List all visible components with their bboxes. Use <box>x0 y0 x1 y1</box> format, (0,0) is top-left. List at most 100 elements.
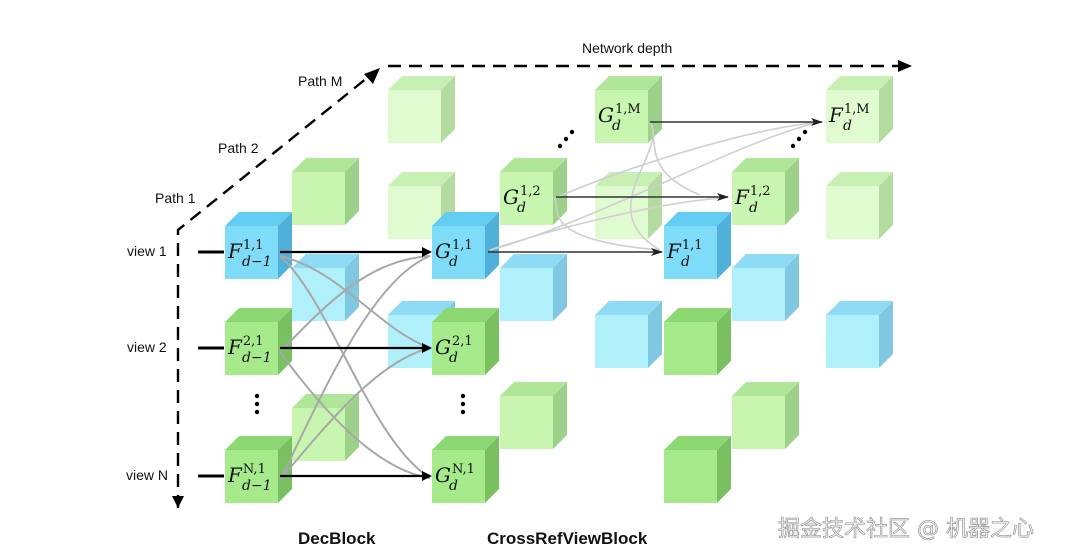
main-arrows <box>198 118 823 481</box>
cube-p2-c5 <box>826 172 893 239</box>
cube-top-face <box>225 212 292 226</box>
cube-top-face <box>826 301 893 315</box>
cube-front-face <box>826 186 879 239</box>
cube-side-face <box>879 301 893 368</box>
cube-front-face <box>225 450 278 503</box>
cube-side-face <box>278 308 292 375</box>
crossrefviewblock-label: CrossRefViewBlock <box>487 529 648 548</box>
cube-blue-r2-c <box>732 254 799 321</box>
view-n-label: view N <box>126 467 168 483</box>
cube-front-face <box>595 90 648 143</box>
cube-side-face <box>785 158 799 225</box>
cube-top-face <box>225 308 292 322</box>
cube-top-face <box>500 254 567 268</box>
cube-side-face <box>717 436 731 503</box>
cube-blue-r3-c <box>826 301 893 368</box>
cube-side-face <box>485 436 499 503</box>
cube-side-face <box>553 254 567 321</box>
cube-side-face <box>441 76 455 143</box>
axes <box>172 60 912 508</box>
cube-side-face <box>785 254 799 321</box>
cube-side-face <box>345 394 359 461</box>
depth-axis-arrowhead <box>898 60 912 72</box>
cube-top-face <box>388 76 455 90</box>
cube-top-face <box>500 158 567 172</box>
cube-top-face <box>432 308 499 322</box>
cube-top-face <box>732 158 799 172</box>
cube-front-face <box>664 322 717 375</box>
cube-front-face <box>432 226 485 279</box>
cube-top-face <box>292 254 359 268</box>
cube-front-face <box>732 172 785 225</box>
cube-side-face <box>879 76 893 143</box>
cube-front-face <box>500 396 553 449</box>
cube-top-face <box>432 436 499 450</box>
cube-front-face <box>500 172 553 225</box>
dec-cross-connections <box>279 255 431 481</box>
cube-v2-out <box>664 308 731 375</box>
cube-p2-c3 <box>595 172 662 239</box>
cube-front-face <box>664 450 717 503</box>
view-axis-arrowhead <box>172 496 184 508</box>
cube-green-r4-b <box>500 382 567 449</box>
view-1-label: view 1 <box>127 243 167 259</box>
cube-top-face <box>826 76 893 90</box>
cube-top-face <box>732 382 799 396</box>
cube-top-face <box>388 172 455 186</box>
cube-side-face <box>345 158 359 225</box>
cube-front-face <box>595 186 648 239</box>
cube-front-face <box>388 90 441 143</box>
cube-top-face <box>292 394 359 408</box>
cube-side-face <box>717 212 731 279</box>
cube-top-face <box>664 436 731 450</box>
path-axis <box>176 73 373 508</box>
cube-top-face <box>292 158 359 172</box>
cube-front-face <box>500 268 553 321</box>
cube-side-face <box>648 301 662 368</box>
cube-side-face <box>785 382 799 449</box>
cube-p2-c0 <box>292 158 359 225</box>
cube-front-face <box>826 315 879 368</box>
path-2-label: Path 2 <box>218 140 259 156</box>
cube-front-face <box>292 172 345 225</box>
cube-side-face <box>485 308 499 375</box>
cube-p3-c1 <box>388 76 455 143</box>
cube-top-face <box>432 212 499 226</box>
network-depth-label: Network depth <box>582 40 672 56</box>
cube-front-face <box>664 226 717 279</box>
cube-front-face <box>225 322 278 375</box>
cube-front-face <box>432 322 485 375</box>
cube-top-face <box>664 212 731 226</box>
cube-blue-r2-b <box>500 254 567 321</box>
cube-top-face <box>826 172 893 186</box>
cube-blue-r2-a <box>292 254 359 321</box>
cube-top-face <box>664 308 731 322</box>
cube-top-face <box>732 254 799 268</box>
cube-front-face <box>595 315 648 368</box>
cube-top-face <box>595 301 662 315</box>
cube-side-face <box>717 308 731 375</box>
cube-front-face <box>225 226 278 279</box>
